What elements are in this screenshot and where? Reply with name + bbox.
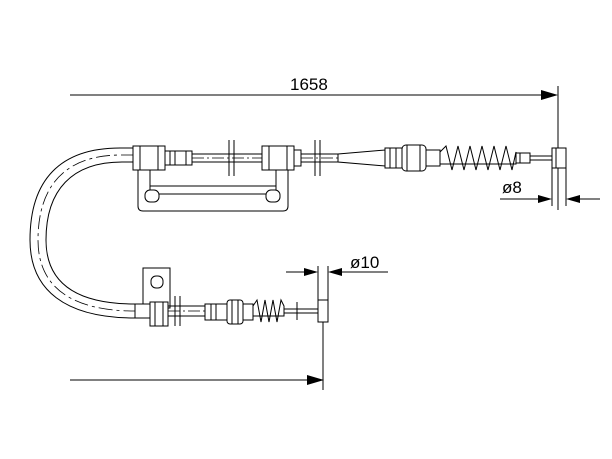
upper-sleeve-end	[515, 152, 531, 164]
sheath-outer-edge	[29, 147, 136, 319]
upper-nut	[401, 144, 427, 172]
lower-bracket-hole	[150, 275, 164, 289]
lower-nut	[226, 299, 244, 325]
upper-cable-run	[164, 140, 441, 176]
lower-clamp	[149, 301, 169, 327]
diameter-8-dimension: ø8	[500, 168, 600, 206]
bracket-hole-left	[144, 189, 160, 203]
lower-bracket	[134, 267, 171, 327]
sheath-centerline	[37, 154, 136, 312]
length-label: 1658	[290, 75, 328, 94]
upper-bracket	[132, 145, 295, 212]
lower-cable-run	[168, 296, 329, 326]
lower-dimension	[70, 322, 324, 390]
sheath-inner-edge	[45, 161, 136, 305]
upper-sleeve-left	[164, 150, 193, 166]
upper-end-fitting	[551, 147, 567, 169]
lower-bellows	[252, 298, 285, 323]
diameter-8-label: ø8	[502, 178, 522, 197]
upper-spacer	[425, 149, 441, 167]
upper-bellows	[439, 145, 567, 171]
lower-arrowhead	[307, 375, 324, 385]
bracket-hole-right	[265, 189, 281, 203]
bracket-clamp-right	[261, 145, 295, 171]
cone-ferrule	[337, 149, 386, 167]
upper-collar	[384, 147, 403, 169]
diameter-10-label: ø10	[350, 253, 379, 272]
length-dimension: 1658	[70, 75, 559, 210]
bracket-plate	[137, 169, 289, 212]
lower-end-fitting	[317, 299, 329, 323]
bracket-clamp-left	[132, 145, 166, 171]
cable-sheath	[29, 147, 136, 319]
diameter-10-dimension: ø10	[286, 253, 388, 300]
length-arrowhead	[541, 90, 558, 100]
bellows-body	[439, 145, 517, 171]
